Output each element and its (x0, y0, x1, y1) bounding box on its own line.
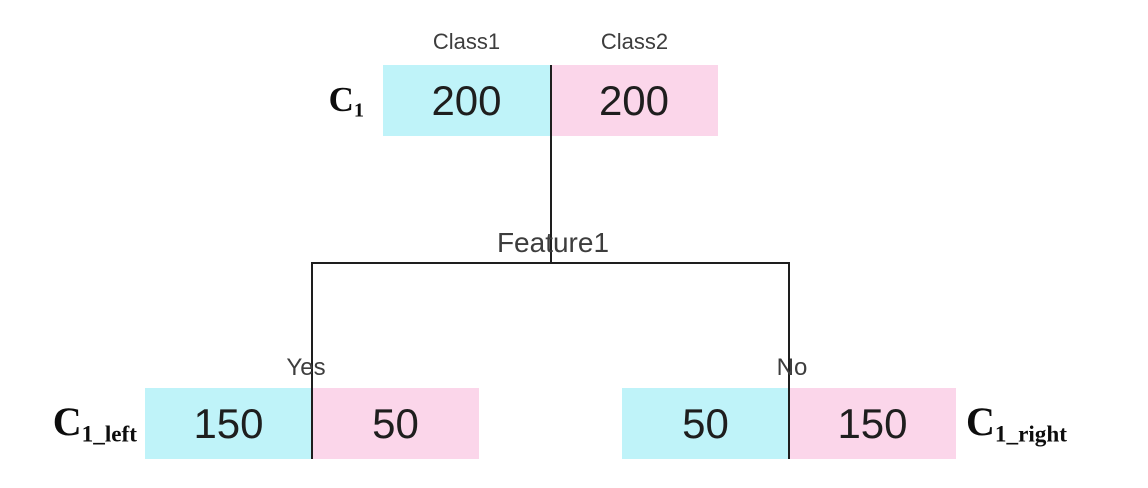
right-branch-line (788, 262, 790, 459)
right-node-subscript: 1_right (994, 421, 1068, 448)
class1-column-header: Class1 (432, 29, 501, 54)
branch-no-label: No (776, 354, 808, 381)
root-class1-count: 200 (383, 65, 550, 136)
right-class1-count: 50 (622, 388, 789, 459)
left-branch-line (311, 262, 313, 459)
branch-yes-label: Yes (286, 354, 326, 381)
split-feature-label: Feature1 (496, 227, 610, 258)
left-node-label: C1_left (0, 402, 137, 447)
root-node-subscript: 1 (353, 99, 364, 122)
class2-column-header: Class2 (600, 29, 669, 54)
root-class2-count: 200 (550, 65, 718, 136)
root-split-line (550, 65, 552, 263)
left-node-name: C (52, 399, 82, 444)
left-class1-count: 150 (145, 388, 312, 459)
left-class2-count: 50 (312, 388, 479, 459)
root-node-name: C (328, 80, 354, 119)
left-node-subscript: 1_left (81, 421, 137, 448)
right-node-label: C1_right (966, 402, 1148, 447)
root-node-label: C1 (218, 82, 364, 121)
branch-horizontal-line (311, 262, 790, 264)
right-node-name: C (966, 399, 995, 444)
right-class2-count: 150 (789, 388, 956, 459)
